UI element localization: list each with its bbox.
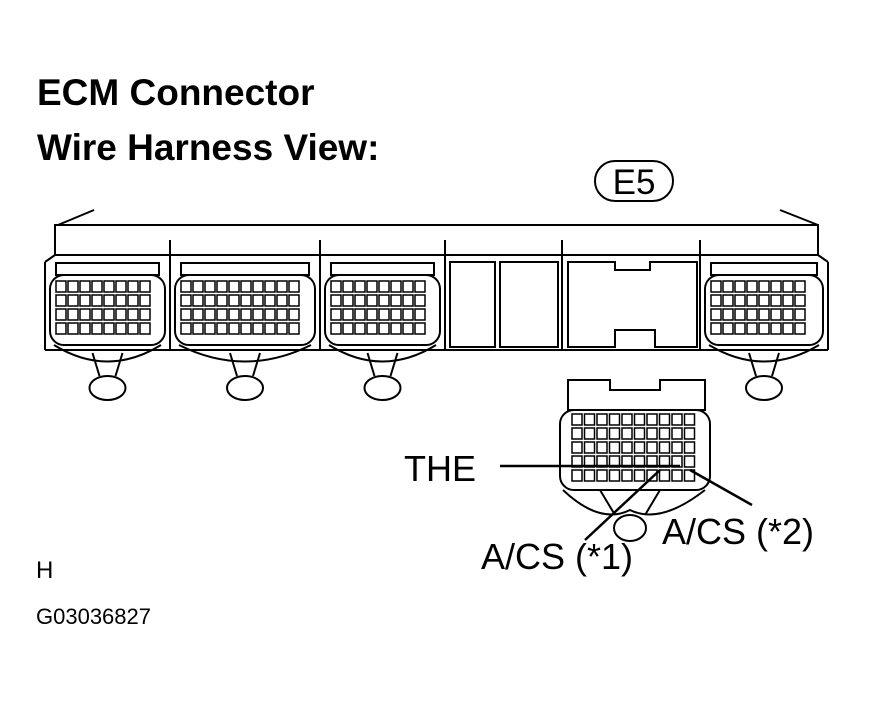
connector-block-4: [704, 262, 824, 401]
ecm-housing: [44, 209, 829, 351]
leader-lines: [500, 464, 753, 541]
connector-block-1: [49, 262, 166, 401]
connector-block-3: [324, 262, 441, 401]
e5-terminal-grid: [571, 413, 696, 482]
e5-connector: [559, 379, 711, 542]
connector-block-2: [174, 262, 316, 401]
reference-letter: H: [36, 557, 54, 584]
title-line-1: ECM Connector: [37, 72, 315, 113]
connector-id-badge: E5: [594, 160, 674, 202]
blank-slot-pair: [449, 261, 559, 348]
terminal-label-acs-2: A/CS (*2): [662, 511, 815, 552]
e5-socket: [567, 261, 698, 348]
title-line-2: Wire Harness View:: [37, 127, 380, 168]
terminal-label-acs-1: A/CS (*1): [481, 536, 634, 577]
figure-code: G03036827: [36, 604, 151, 629]
terminal-label-the: THE: [404, 448, 476, 489]
